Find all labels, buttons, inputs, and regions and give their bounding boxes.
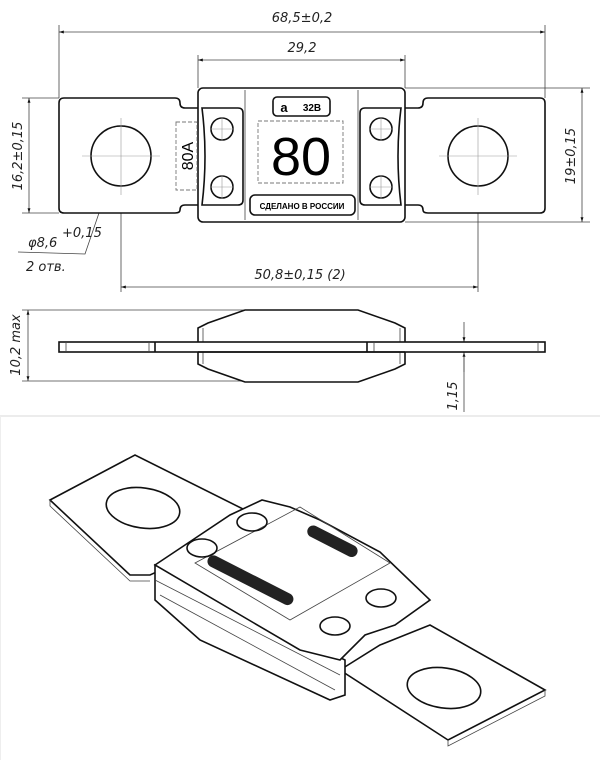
dim-max-height: 10,2 max [9, 314, 24, 376]
fuse-body [197, 87, 406, 223]
isometric-view [48, 454, 547, 747]
iso-fuse-body [153, 499, 432, 661]
dim-hole-diameter: φ8,6 [28, 236, 57, 251]
top-view: 68,5±0,2 29,2 16,2±0,15 19±0,15 50,8±0,1… [11, 11, 590, 292]
right-terminal-tab [403, 97, 546, 214]
current-rating-side: 80A [180, 141, 197, 170]
origin-label-box [249, 194, 356, 216]
dim-body-length: 29,2 [288, 41, 317, 56]
side-terminal-strip [58, 341, 546, 353]
side-view: 10,2 max 1,15 [9, 309, 546, 412]
dim-body-width: 19±0,15 [564, 128, 579, 184]
dim-tab-width: 16,2±0,15 [11, 122, 26, 191]
iso-right-tab [338, 624, 547, 741]
current-rating-large: 80 [271, 127, 331, 187]
logo-mark: а [280, 100, 288, 115]
dim-overall-length: 68,5±0,2 [272, 11, 333, 26]
dim-hole-tolerance: +0,15 [62, 226, 102, 241]
iso-origin-label [207, 555, 294, 606]
dim-hole-count: 2 отв. [26, 260, 66, 275]
voltage-rating: 32В [303, 103, 321, 114]
iso-voltage-label [307, 525, 358, 557]
voltage-label-box [272, 96, 331, 117]
origin-label: СДЕЛАНО В РОССИИ [260, 202, 345, 211]
dim-hole-spacing: 50,8±0,15 (2) [254, 268, 345, 283]
dim-tab-thickness: 1,15 [446, 382, 461, 411]
left-terminal-tab [58, 97, 201, 214]
